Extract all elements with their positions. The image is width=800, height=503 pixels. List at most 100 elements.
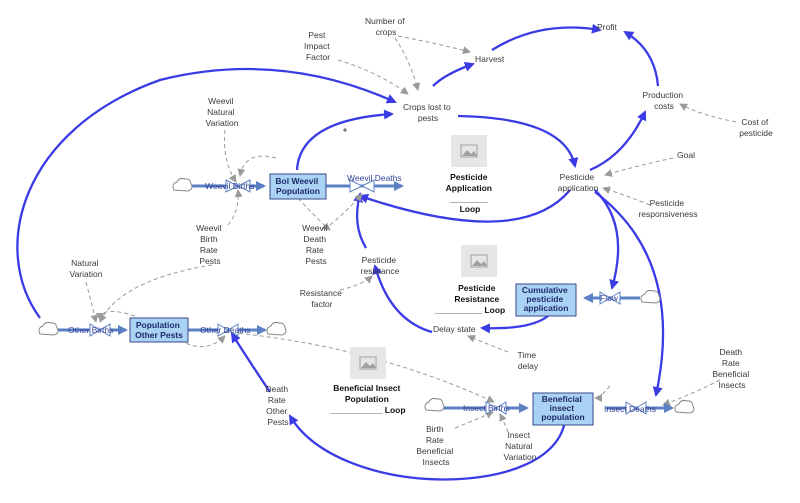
info-weevil-deathrate <box>297 197 331 231</box>
valve-flow[interactable] <box>599 291 621 305</box>
stock-beneficial-label: Beneficial insect population <box>541 394 584 422</box>
link-harvest-profit <box>491 23 602 51</box>
loop-pesticide-application[interactable]: Pesticide Application ________ Loop <box>446 135 495 214</box>
stock-cumulative-label: Cumulative pesticide application <box>522 285 570 313</box>
svg-text:Pesticide Resistance: Pesticide Resistance __________ Loop <box>434 283 505 315</box>
var-weevil-natural-variation[interactable]: Weevil Natural Variation <box>206 96 239 128</box>
mountain-icon <box>472 260 487 266</box>
cloud-icon <box>640 289 661 304</box>
stock-beneficial[interactable] <box>532 392 594 426</box>
var-delay-state[interactable]: Delay state <box>433 324 476 334</box>
valve-weevil-deaths[interactable] <box>349 179 375 193</box>
var-death-rate-beneficial[interactable]: Death Rate Beneficial Insects <box>712 347 751 390</box>
valve-insect-deaths[interactable] <box>625 401 647 415</box>
info-natural-otherbirths <box>85 281 99 323</box>
stocks: Bol Weevil Population Population Other P… <box>129 173 594 426</box>
causal-links <box>16 23 665 481</box>
var-production-costs[interactable]: Production costs <box>642 90 685 111</box>
valve-other-births[interactable] <box>89 323 111 337</box>
stock-other-pests-label: Population Other Pests <box>135 320 183 340</box>
link-pesticide-weevildeaths <box>358 189 571 223</box>
svg-text:Pesticide Application: Pesticide Application ________ Loop <box>446 172 495 214</box>
plus-icon <box>343 128 347 132</box>
cloud-icon <box>674 399 695 414</box>
clouds <box>38 177 695 414</box>
info-weevilvar-births <box>224 129 237 183</box>
link-other-crops <box>16 67 397 319</box>
stock-weevil-label: Bol Weevil Population <box>275 176 320 196</box>
flow-other-deaths: Other Deaths <box>200 325 251 335</box>
var-profit[interactable]: Profit <box>597 22 617 32</box>
flow-insect-births: Insect Births <box>463 403 510 413</box>
var-weevil-death-rate[interactable]: Weevil Death Rate Pests <box>302 223 330 266</box>
var-weevil-birth-rate[interactable]: Weevil Birth Rate Pests <box>196 223 224 266</box>
info-birthrate-insectbirths <box>454 411 494 429</box>
valve-insect-births[interactable] <box>485 401 507 415</box>
var-pesticide-application[interactable]: Pesticide application <box>558 172 599 193</box>
flow-weevil-deaths: Weevil Deaths <box>347 173 402 183</box>
info-beneficial-self <box>594 385 611 402</box>
valve-other-deaths[interactable] <box>217 323 239 337</box>
var-resistance-factor[interactable]: Resistance factor <box>300 288 344 309</box>
info-resistancefactor-resistance <box>339 275 373 291</box>
image-placeholder-icon <box>461 245 497 277</box>
var-crops-lost[interactable]: Crops lost to pests <box>403 102 453 123</box>
var-pest-impact-factor[interactable]: Pest Impact Factor <box>304 30 332 62</box>
image-placeholder-icon <box>350 347 386 379</box>
image-icon <box>470 254 488 268</box>
image-placeholder-icon <box>451 135 487 167</box>
link-costs-profit <box>623 30 660 87</box>
info-insectvar-insectbirths <box>499 413 509 433</box>
info-links <box>85 35 737 433</box>
svg-text:Beneficial Insect Popu: Beneficial Insect Population ___________… <box>329 383 405 415</box>
var-birth-rate-beneficial[interactable]: Birth Rate Beneficial Insects <box>416 424 455 467</box>
var-insect-natural-variation[interactable]: Insect Natural Variation <box>504 430 537 462</box>
info-weevildeath-deaths <box>329 193 363 226</box>
image-icon <box>460 144 478 158</box>
loop-identifiers: Pesticide Application ________ Loop Pest… <box>329 135 505 415</box>
link-pesticide-costs <box>589 110 647 172</box>
var-goal[interactable]: Goal <box>677 150 695 160</box>
flow-weevil-births: Weevil Births <box>205 181 254 191</box>
info-impact-cropslost <box>337 59 409 95</box>
cloud-icon <box>424 397 445 412</box>
var-number-of-crops[interactable]: Number of crops <box>365 16 407 37</box>
link-weevil-crops <box>295 109 394 171</box>
stock-cumulative[interactable] <box>515 283 577 317</box>
var-death-rate-other[interactable]: Death Rate Other Pests <box>265 384 290 427</box>
link-pesticide-flow <box>594 189 620 290</box>
var-pesticide-resistance[interactable]: Pesticide resistance <box>361 255 400 276</box>
mountain-icon <box>462 150 477 156</box>
var-natural-variation[interactable]: Natural Variation <box>70 258 103 279</box>
info-weevilrate-births <box>227 189 243 226</box>
link-cumulative-delay <box>480 315 549 334</box>
link-crops-pesticide <box>457 114 579 168</box>
flow-other-births: Other Births <box>68 325 113 335</box>
loop-beneficial-insect[interactable]: Beneficial Insect Population ___________… <box>329 347 406 415</box>
var-harvest[interactable]: Harvest <box>475 54 505 64</box>
image-icon <box>359 356 377 370</box>
valve-weevil-births[interactable] <box>225 179 251 193</box>
info-crops-harvest <box>397 35 471 55</box>
flow-flow: Flow <box>600 293 619 303</box>
stock-weevil[interactable] <box>269 173 327 200</box>
var-cost-of-pesticide[interactable]: Cost of pesticide <box>739 117 773 138</box>
info-other-births <box>96 310 136 321</box>
info-crops-cropslost <box>394 37 421 91</box>
info-weevilrate-otherbirths <box>99 264 213 323</box>
loop-pesticide-resistance[interactable]: Pesticide Resistance __________ Loop <box>434 245 505 315</box>
var-time-delay[interactable]: Time delay <box>518 350 539 371</box>
cloud-icon <box>266 321 287 336</box>
info-responsiveness-pesticide <box>602 186 651 206</box>
stock-other-pests[interactable] <box>129 317 189 343</box>
link-resistance-weevildeaths <box>353 192 367 249</box>
link-harvest-crops <box>432 61 475 87</box>
var-pesticide-responsiveness[interactable]: Pesticide responsiveness <box>638 198 697 219</box>
flow-insect-deaths: Insect Deaths <box>604 404 656 414</box>
info-weevil-births <box>237 155 277 177</box>
link-pesticide-insectdeaths <box>594 191 665 397</box>
link-deathrate-otherdeaths <box>230 332 271 393</box>
info-other-deaths <box>179 335 226 347</box>
